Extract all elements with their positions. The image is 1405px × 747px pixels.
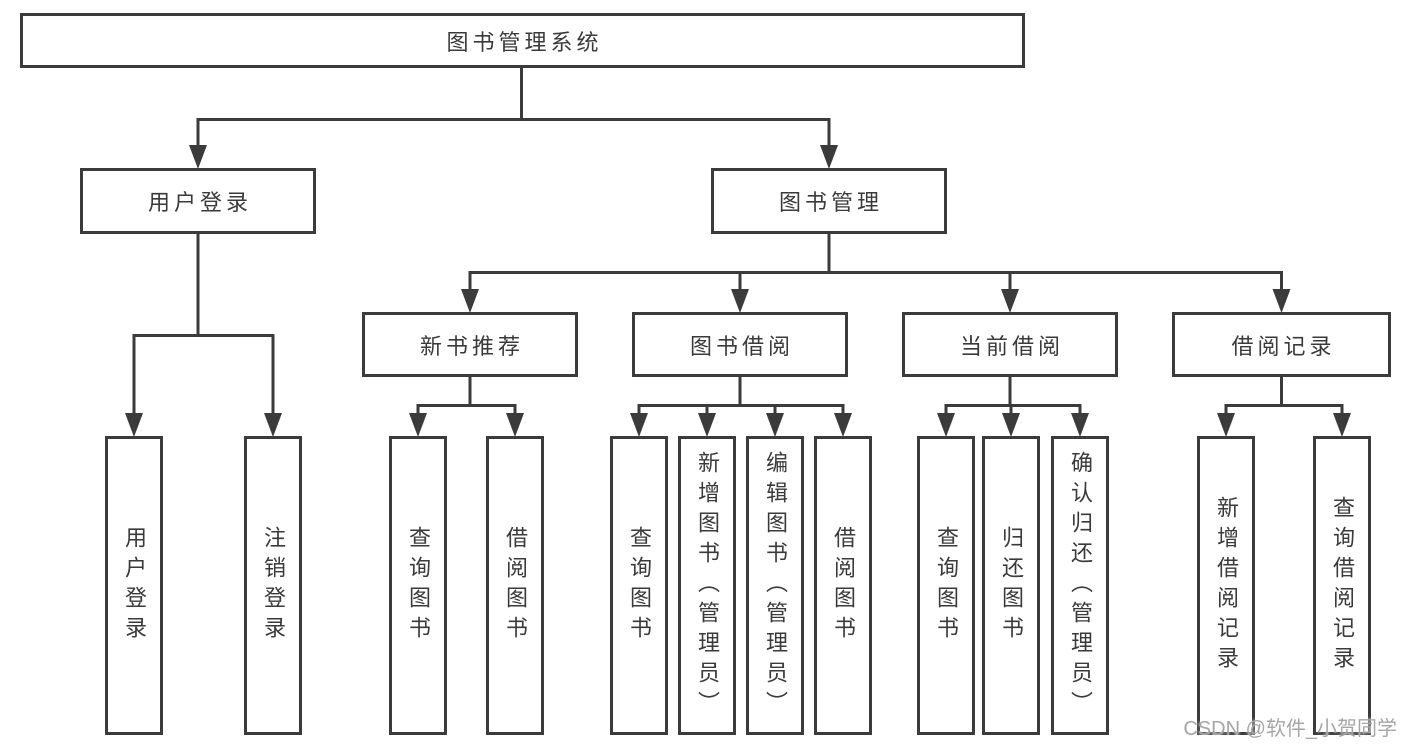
leaf-node-label: 用户登录 xyxy=(122,525,147,646)
arrow-down-icon xyxy=(937,413,955,437)
arrow-down-icon xyxy=(731,289,749,313)
csdn-watermark: CSDN @软件_小贺同学 xyxy=(1183,718,1397,740)
leaf-node-borrow-books: 借阅图书 xyxy=(486,436,544,735)
arrow-down-icon xyxy=(409,413,427,437)
leaf-node-query-books: 查询图书 xyxy=(917,436,975,735)
root-node-label: 图书管理系统 xyxy=(446,29,603,55)
section-node-label: 图书借阅 xyxy=(689,333,794,359)
arrow-down-icon xyxy=(698,413,716,437)
leaf-node-borrow-books: 借阅图书 xyxy=(814,436,872,735)
section-node-label: 借阅记录 xyxy=(1231,333,1336,359)
leaf-node-label: 查询图书 xyxy=(406,525,431,646)
section-node-current-borrow: 当前借阅 xyxy=(902,312,1118,377)
leaf-node-add-borrow-record: 新增借阅记录 xyxy=(1197,436,1255,735)
branch-node-label: 用户登录 xyxy=(147,190,252,215)
section-node-label: 新书推荐 xyxy=(419,333,524,359)
leaf-node-query-books: 查询图书 xyxy=(389,436,447,735)
leaf-node-label: 确认归还（管理员） xyxy=(1068,450,1093,721)
leaf-node-query-borrow-record: 查询借阅记录 xyxy=(1313,436,1371,735)
leaf-node-label: 新增借阅记录 xyxy=(1214,495,1239,676)
arrow-down-icon xyxy=(834,413,852,437)
connector-borrowrecords-children xyxy=(1217,377,1351,437)
leaf-node-logout: 注销登录 xyxy=(244,436,302,735)
leaf-node-label: 新增图书（管理员） xyxy=(695,450,720,721)
leaf-node-label: 借阅图书 xyxy=(503,525,528,646)
arrow-down-icon xyxy=(1333,413,1351,437)
arrow-down-icon xyxy=(264,413,282,437)
connector-newbook-children xyxy=(409,377,524,437)
connector-root-to-level2 xyxy=(189,66,838,169)
section-node-book-borrow: 图书借阅 xyxy=(632,312,848,377)
arrow-down-icon xyxy=(125,413,143,437)
arrow-down-icon xyxy=(630,413,648,437)
arrow-down-icon xyxy=(189,145,207,169)
leaf-node-label: 注销登录 xyxy=(261,525,286,646)
leaf-node-add-book-admin: 新增图书（管理员） xyxy=(678,436,736,735)
branch-node-label: 图书管理 xyxy=(778,190,883,215)
section-node-label: 当前借阅 xyxy=(959,333,1064,359)
section-node-borrow-records: 借阅记录 xyxy=(1172,312,1391,377)
leaf-node-label: 查询图书 xyxy=(934,525,959,646)
leaf-node-user-login: 用户登录 xyxy=(105,436,163,735)
leaf-node-label: 编辑图书（管理员） xyxy=(763,450,788,721)
section-node-new-book-recommend: 新书推荐 xyxy=(362,312,578,377)
connector-login-children xyxy=(125,234,282,437)
leaf-node-confirm-return-admin: 确认归还（管理员） xyxy=(1051,436,1109,735)
arrow-down-icon xyxy=(1001,289,1019,313)
arrow-down-icon xyxy=(1217,413,1235,437)
arrow-down-icon xyxy=(1002,413,1020,437)
root-node-library-system: 图书管理系统 xyxy=(20,13,1025,68)
leaf-node-label: 查询图书 xyxy=(627,525,652,646)
leaf-node-label: 查询借阅记录 xyxy=(1330,495,1355,676)
leaf-node-label: 借阅图书 xyxy=(831,525,856,646)
connector-management-sections xyxy=(461,234,1291,313)
leaf-node-return-book: 归还图书 xyxy=(982,436,1040,735)
branch-node-user-login: 用户登录 xyxy=(80,168,316,234)
connector-bookborrow-children xyxy=(630,377,852,437)
connector-currentborrow-children xyxy=(937,377,1089,437)
leaf-node-label: 归还图书 xyxy=(999,525,1024,646)
arrow-down-icon xyxy=(506,413,524,437)
arrow-down-icon xyxy=(1272,289,1291,313)
leaf-node-edit-book-admin: 编辑图书（管理员） xyxy=(746,436,804,735)
branch-node-book-management: 图书管理 xyxy=(711,168,947,234)
arrow-down-icon xyxy=(461,289,479,313)
arrow-down-icon xyxy=(766,413,784,437)
arrow-down-icon xyxy=(820,145,838,169)
leaf-node-query-books: 查询图书 xyxy=(610,436,668,735)
arrow-down-icon xyxy=(1071,413,1089,437)
